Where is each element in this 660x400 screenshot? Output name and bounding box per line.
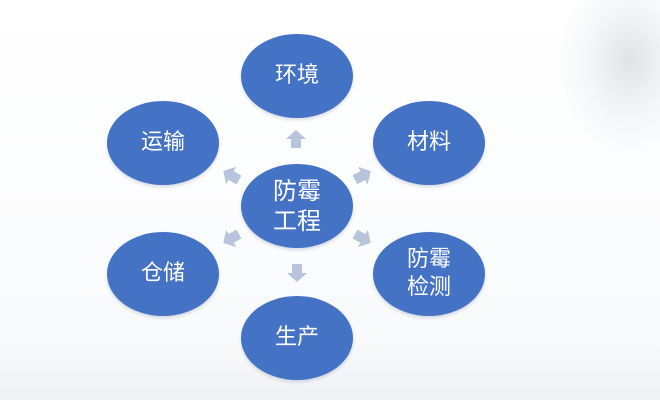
center-node: 防霉 工程 [241, 164, 353, 248]
node-production: 生产 [241, 296, 353, 380]
node-materials: 材料 [373, 101, 485, 185]
node-storage-label: 仓储 [140, 261, 185, 286]
node-environment: 环境 [241, 34, 353, 118]
node-transport: 运输 [107, 101, 219, 185]
node-transport-label: 运输 [140, 130, 185, 155]
arrow-to-transport [223, 166, 242, 185]
arrow-to-storage [223, 229, 242, 248]
arrow-to-testing [352, 229, 371, 248]
node-production-label: 生产 [274, 325, 319, 350]
node-storage: 仓储 [107, 232, 219, 316]
arrow-to-environment [286, 130, 306, 148]
arrow-to-materials [352, 166, 371, 185]
center-node-label: 防霉 工程 [273, 177, 321, 235]
node-testing-label: 防霉 检测 [406, 247, 451, 300]
node-environment-label: 环境 [274, 63, 319, 88]
node-testing: 防霉 检测 [373, 232, 485, 316]
node-materials-label: 材料 [406, 130, 451, 155]
arrow-to-production [287, 264, 307, 282]
